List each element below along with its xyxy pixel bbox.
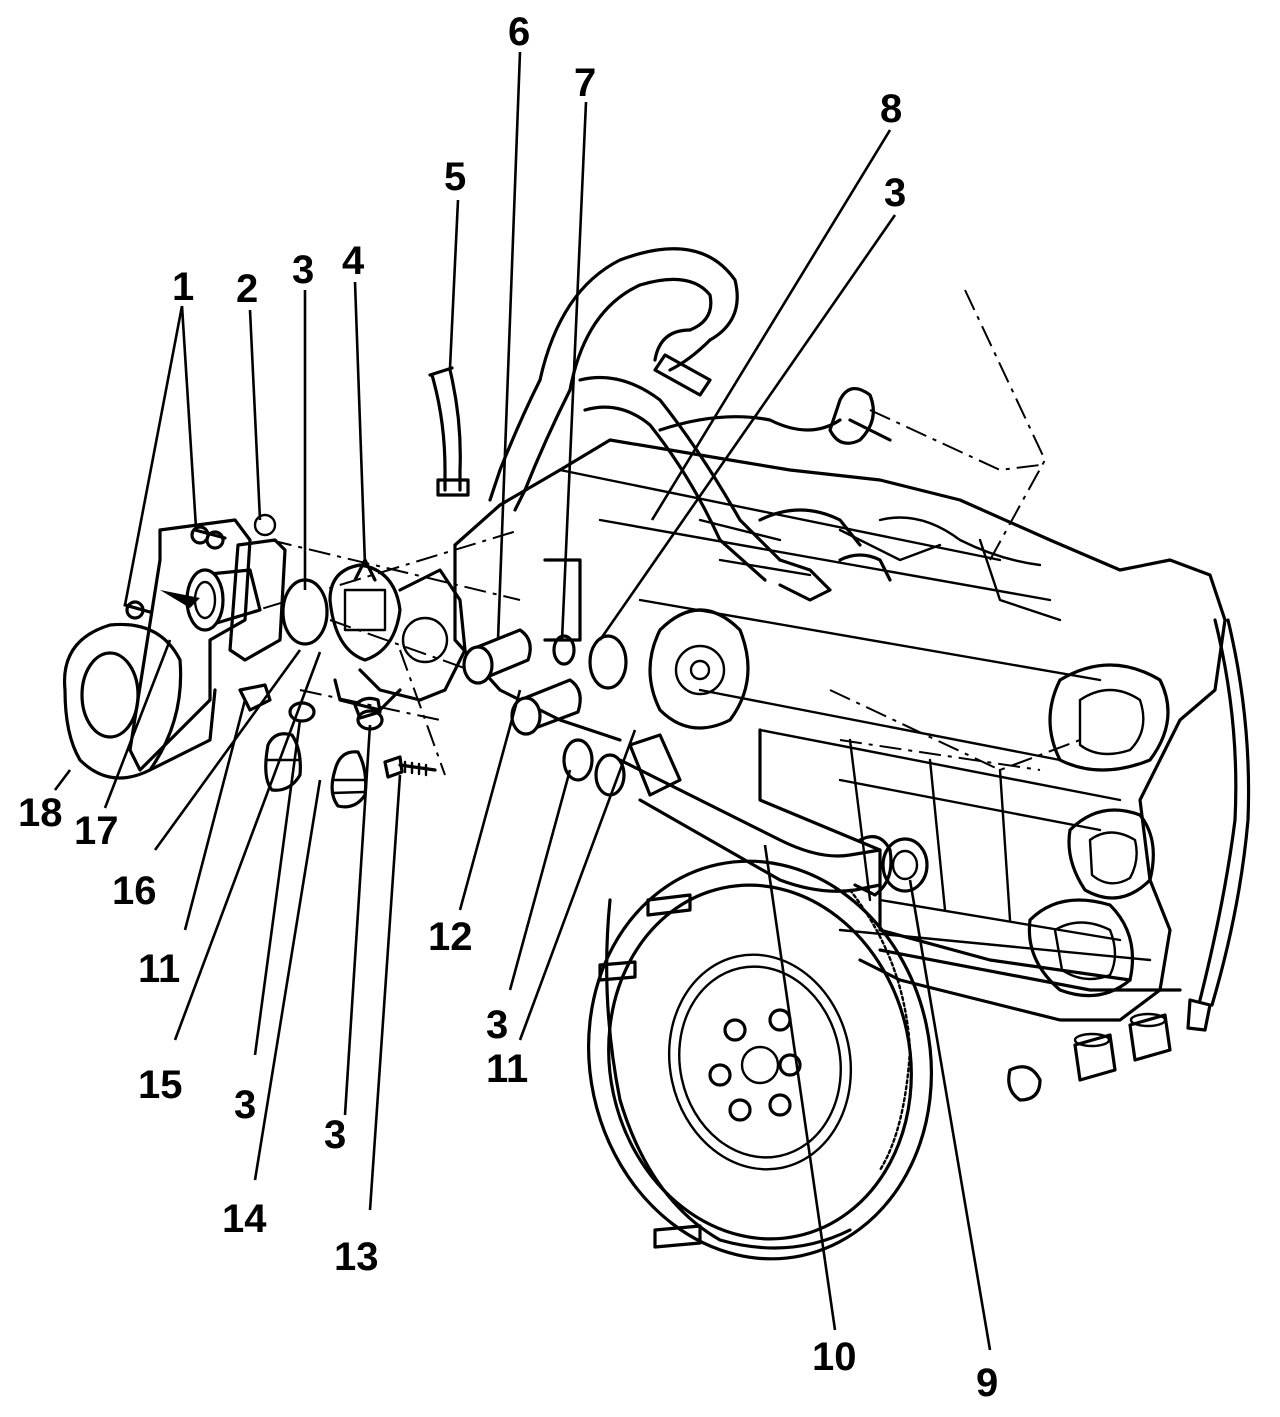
callout-3: 3 bbox=[292, 248, 314, 292]
callout-5: 5 bbox=[444, 155, 466, 199]
callout-16: 16 bbox=[112, 869, 157, 913]
callout-18: 18 bbox=[18, 791, 63, 835]
callout-3: 3 bbox=[884, 171, 906, 215]
callout-3: 3 bbox=[234, 1083, 256, 1127]
callout-11: 11 bbox=[486, 1047, 528, 1091]
callout-9: 9 bbox=[976, 1361, 998, 1405]
callout-7: 7 bbox=[574, 61, 596, 105]
callout-1: 1 bbox=[172, 265, 194, 309]
callout-13: 13 bbox=[334, 1235, 379, 1279]
coolant-pipes bbox=[462, 558, 929, 897]
callout-11: 11 bbox=[138, 947, 180, 991]
callout-15: 15 bbox=[138, 1063, 183, 1107]
callout-8: 8 bbox=[880, 87, 902, 131]
callout-14: 14 bbox=[222, 1197, 267, 1241]
engine-block bbox=[453, 289, 1251, 1032]
callout-labels: 1 2 3 4 5 6 7 8 3 18 17 16 11 12 3 15 3 … bbox=[18, 10, 998, 1405]
flywheel bbox=[586, 859, 1172, 1261]
callout-2: 2 bbox=[236, 267, 258, 311]
callout-6: 6 bbox=[508, 10, 530, 54]
callout-3: 3 bbox=[486, 1003, 508, 1047]
callout-17: 17 bbox=[74, 809, 119, 853]
callout-4: 4 bbox=[342, 239, 365, 283]
callout-3: 3 bbox=[324, 1113, 346, 1157]
leader-lines bbox=[53, 51, 992, 1351]
callout-10: 10 bbox=[812, 1335, 857, 1379]
upper-coolant-hoses bbox=[428, 247, 892, 602]
callout-12: 12 bbox=[428, 915, 473, 959]
